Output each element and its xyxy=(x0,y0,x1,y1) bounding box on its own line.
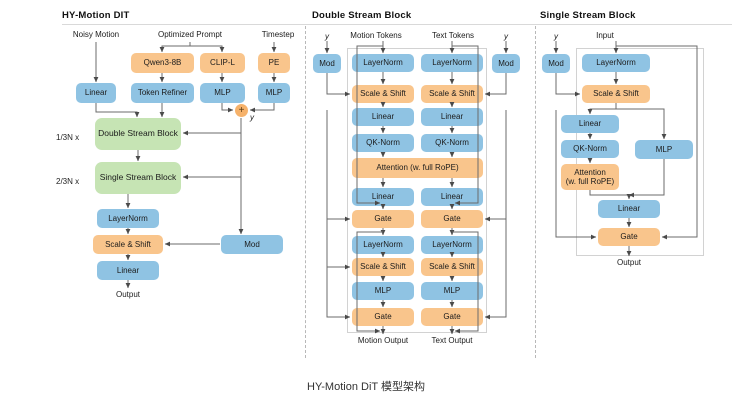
node-qwen3-8b[interactable]: Qwen3-8B xyxy=(131,53,194,73)
node-pe[interactable]: PE xyxy=(258,53,290,73)
node-linear-in[interactable]: Linear xyxy=(76,83,116,103)
label-y-left: y xyxy=(250,113,254,122)
ds-text-qk-norm[interactable]: QK-Norm xyxy=(421,134,483,152)
ss-scale-shift[interactable]: Scale & Shift xyxy=(582,85,650,103)
ds-text-mlp[interactable]: MLP xyxy=(421,282,483,300)
ds-motion-gate-1[interactable]: Gate xyxy=(352,210,414,228)
ds-motion-linear-1[interactable]: Linear xyxy=(352,108,414,126)
ss-attention[interactable]: Attention (w. full RoPE) xyxy=(561,164,619,190)
panel-title-left: HY-Motion DIT xyxy=(62,10,130,21)
input-timestep: Timestep xyxy=(261,30,295,39)
ds-motion-gate-2[interactable]: Gate xyxy=(352,308,414,326)
node-double-stream-block[interactable]: Double Stream Block xyxy=(95,118,181,150)
ds-motion-linear-2[interactable]: Linear xyxy=(352,188,414,206)
ss-mlp[interactable]: MLP xyxy=(635,140,693,159)
label-output-left: Output xyxy=(115,290,140,299)
label-y-ds-left: y xyxy=(325,32,329,41)
ds-text-gate-2[interactable]: Gate xyxy=(421,308,483,326)
ds-text-layernorm-2[interactable]: LayerNorm xyxy=(421,236,483,254)
repeat-label-double: 1/3N x xyxy=(56,133,80,142)
ds-motion-mlp[interactable]: MLP xyxy=(352,282,414,300)
label-ss-input: Input xyxy=(596,31,614,40)
header-divider xyxy=(62,24,732,25)
ss-linear-qkv[interactable]: Linear xyxy=(561,115,619,133)
ss-gate[interactable]: Gate xyxy=(598,228,660,246)
label-y-ss: y xyxy=(554,32,558,41)
ds-text-scale-shift-1[interactable]: Scale & Shift xyxy=(421,85,483,103)
node-layernorm-out[interactable]: LayerNorm xyxy=(97,209,159,228)
ds-attention[interactable]: Attention (w. full RoPE) xyxy=(352,158,483,178)
ss-linear-proj[interactable]: Linear xyxy=(598,200,660,218)
panel-title-middle: Double Stream Block xyxy=(312,10,412,21)
panel-divider-2 xyxy=(535,26,536,358)
node-mod-ds-left[interactable]: Mod xyxy=(313,54,341,73)
ss-qk-norm[interactable]: QK-Norm xyxy=(561,140,619,158)
node-clip-l[interactable]: CLIP-L xyxy=(200,53,245,73)
label-text-output: Text Output xyxy=(431,336,473,345)
label-motion-tokens: Motion Tokens xyxy=(350,31,402,40)
node-mod-left[interactable]: Mod xyxy=(221,235,283,254)
ds-motion-scale-shift-1[interactable]: Scale & Shift xyxy=(352,85,414,103)
ds-motion-scale-shift-2[interactable]: Scale & Shift xyxy=(352,258,414,276)
ss-attention-line2: (w. full RoPE) xyxy=(565,177,615,186)
node-single-stream-block[interactable]: Single Stream Block xyxy=(95,162,181,194)
input-optimized-prompt: Optimized Prompt xyxy=(157,30,223,39)
node-mlp-text[interactable]: MLP xyxy=(200,83,245,103)
figure-caption: HY-Motion DiT 模型架构 xyxy=(307,381,425,393)
sum-node: + xyxy=(235,104,248,117)
repeat-label-single: 2/3N x xyxy=(56,177,80,186)
node-scale-shift-out[interactable]: Scale & Shift xyxy=(93,235,163,254)
panel-divider-1 xyxy=(305,26,306,358)
label-motion-output: Motion Output xyxy=(357,336,409,345)
node-mlp-timestep[interactable]: MLP xyxy=(258,83,290,103)
ds-text-linear-1[interactable]: Linear xyxy=(421,108,483,126)
label-y-ds-right: y xyxy=(504,32,508,41)
label-text-tokens: Text Tokens xyxy=(431,31,475,40)
node-mod-ss[interactable]: Mod xyxy=(542,54,570,73)
ss-layernorm[interactable]: LayerNorm xyxy=(582,54,650,72)
ds-text-scale-shift-2[interactable]: Scale & Shift xyxy=(421,258,483,276)
node-linear-out[interactable]: Linear xyxy=(97,261,159,280)
ds-text-layernorm-1[interactable]: LayerNorm xyxy=(421,54,483,72)
ds-motion-qk-norm[interactable]: QK-Norm xyxy=(352,134,414,152)
ds-motion-layernorm-2[interactable]: LayerNorm xyxy=(352,236,414,254)
ds-motion-layernorm-1[interactable]: LayerNorm xyxy=(352,54,414,72)
ds-text-linear-2[interactable]: Linear xyxy=(421,188,483,206)
node-token-refiner[interactable]: Token Refiner xyxy=(131,83,194,103)
ds-text-gate-1[interactable]: Gate xyxy=(421,210,483,228)
panel-title-right: Single Stream Block xyxy=(540,10,636,21)
label-output-right: Output xyxy=(616,258,641,267)
input-noisy-motion: Noisy Motion xyxy=(72,30,120,39)
node-mod-ds-right[interactable]: Mod xyxy=(492,54,520,73)
ss-attention-line1: Attention xyxy=(574,167,606,177)
